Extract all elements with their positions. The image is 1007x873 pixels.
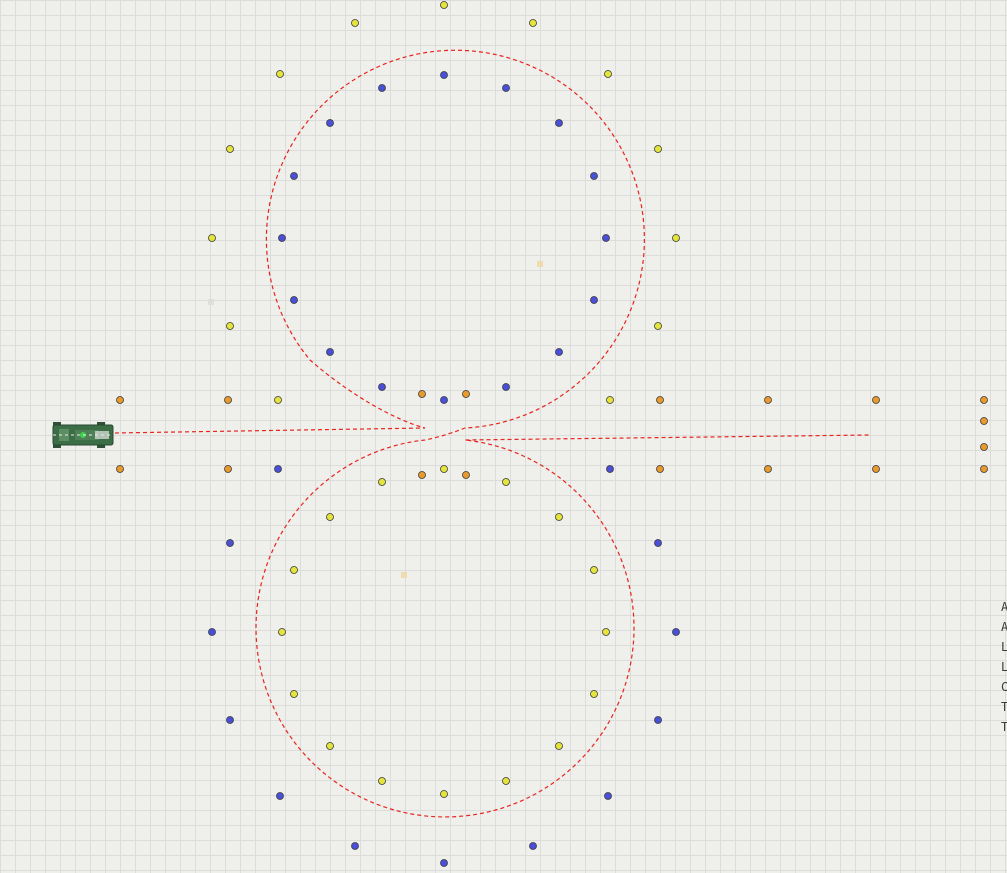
cone-orange xyxy=(872,465,880,473)
cone-yellow xyxy=(590,566,598,574)
cone-yellow xyxy=(440,465,448,473)
cone-orange xyxy=(116,396,124,404)
faint-marker xyxy=(401,572,407,578)
cone-orange xyxy=(764,396,772,404)
cone-blue xyxy=(672,628,680,636)
cone-blue xyxy=(555,348,563,356)
cone-orange xyxy=(462,471,470,479)
cone-orange xyxy=(224,396,232,404)
telemetry-line-7: T xyxy=(1001,720,1007,734)
cone-yellow xyxy=(208,234,216,242)
cone-blue xyxy=(351,842,359,850)
cone-yellow xyxy=(378,777,386,785)
car-cockpit xyxy=(75,430,99,440)
cone-orange xyxy=(462,390,470,398)
cone-layer xyxy=(116,1,988,867)
faint-marker xyxy=(537,261,543,267)
cone-orange xyxy=(656,465,664,473)
cone-yellow xyxy=(440,790,448,798)
cone-blue xyxy=(378,84,386,92)
cone-yellow xyxy=(326,742,334,750)
telemetry-line-2: A xyxy=(1001,620,1007,634)
cone-blue xyxy=(278,234,286,242)
cone-blue xyxy=(590,296,598,304)
cone-blue xyxy=(226,716,234,724)
telemetry-line-1: A xyxy=(1001,600,1007,614)
race-car[interactable] xyxy=(52,422,114,448)
cone-yellow xyxy=(555,742,563,750)
cone-blue xyxy=(502,84,510,92)
cone-orange xyxy=(418,390,426,398)
faint-markers xyxy=(208,261,543,578)
cone-blue xyxy=(274,465,282,473)
cone-orange xyxy=(980,417,988,425)
cone-yellow xyxy=(274,396,282,404)
cone-blue xyxy=(208,628,216,636)
cone-blue xyxy=(440,859,448,867)
cone-yellow xyxy=(604,70,612,78)
cone-yellow xyxy=(290,690,298,698)
cone-yellow xyxy=(226,145,234,153)
cone-yellow xyxy=(672,234,680,242)
faint-marker xyxy=(208,299,214,305)
cone-yellow xyxy=(654,145,662,153)
cone-blue xyxy=(654,539,662,547)
car-front-wing xyxy=(59,429,69,441)
cone-blue xyxy=(529,842,537,850)
cone-blue xyxy=(502,383,510,391)
cone-blue xyxy=(276,792,284,800)
cone-blue xyxy=(326,119,334,127)
cone-yellow xyxy=(226,322,234,330)
cone-blue xyxy=(290,296,298,304)
cone-yellow xyxy=(378,478,386,486)
cone-blue xyxy=(290,172,298,180)
cone-blue xyxy=(440,396,448,404)
telemetry-line-3: L xyxy=(1001,640,1007,654)
cone-orange xyxy=(764,465,772,473)
cone-blue xyxy=(606,465,614,473)
cone-yellow xyxy=(590,690,598,698)
cone-orange xyxy=(980,465,988,473)
cone-orange xyxy=(116,465,124,473)
cone-yellow xyxy=(326,513,334,521)
cone-orange xyxy=(980,396,988,404)
cone-orange xyxy=(224,465,232,473)
cone-orange xyxy=(656,396,664,404)
telemetry-line-4: L xyxy=(1001,660,1007,674)
telemetry-line-6: T xyxy=(1001,700,1007,714)
planned-path xyxy=(114,49,871,818)
cone-blue xyxy=(555,119,563,127)
cone-yellow xyxy=(502,777,510,785)
cone-yellow xyxy=(654,322,662,330)
cone-blue xyxy=(590,172,598,180)
telemetry-line-5: C xyxy=(1001,680,1007,694)
cone-yellow xyxy=(602,628,610,636)
cone-yellow xyxy=(276,70,284,78)
cone-blue xyxy=(378,383,386,391)
cone-blue xyxy=(226,539,234,547)
cone-orange xyxy=(980,443,988,451)
cone-blue xyxy=(602,234,610,242)
cone-orange xyxy=(872,396,880,404)
cone-yellow xyxy=(529,19,537,27)
cone-yellow xyxy=(606,396,614,404)
car-rear-panel xyxy=(95,431,109,439)
cone-yellow xyxy=(440,1,448,9)
cone-yellow xyxy=(351,19,359,27)
cone-blue xyxy=(326,348,334,356)
telemetry-panel: A A L L C T T xyxy=(1001,597,1007,737)
cone-yellow xyxy=(278,628,286,636)
cone-yellow xyxy=(502,478,510,486)
cone-blue xyxy=(604,792,612,800)
cone-yellow xyxy=(555,513,563,521)
cone-blue xyxy=(654,716,662,724)
cone-yellow xyxy=(290,566,298,574)
cone-orange xyxy=(418,471,426,479)
cone-blue xyxy=(440,71,448,79)
path-line xyxy=(114,49,871,818)
